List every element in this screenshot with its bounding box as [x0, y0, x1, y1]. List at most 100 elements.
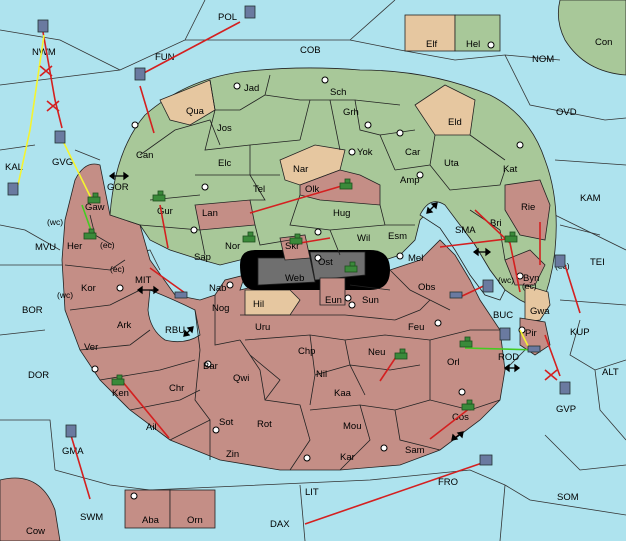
svg-text:Sch: Sch	[330, 87, 346, 98]
province-cow[interactable]	[0, 477, 61, 541]
svg-text:Hug: Hug	[333, 208, 350, 219]
svg-text:NOM: NOM	[532, 54, 554, 65]
svg-text:BUC: BUC	[493, 310, 513, 321]
svg-text:Yok: Yok	[357, 147, 373, 158]
sea-labels: POL FUN COB NOM OVD KAM TEI ALT SOM LIT …	[5, 12, 619, 530]
svg-text:Esm: Esm	[388, 231, 407, 242]
failed-markers	[39, 65, 558, 381]
svg-text:Orn: Orn	[187, 515, 203, 526]
svg-text:Ver: Ver	[84, 342, 98, 353]
svg-text:Mel: Mel	[408, 253, 423, 264]
land-labels-dark: Web Ost Con	[285, 37, 612, 284]
svg-text:(wc): (wc)	[57, 290, 73, 300]
land-labels-tan: Qua Nar Hil Gwa Elf	[186, 39, 550, 317]
svg-text:Kor: Kor	[81, 283, 96, 294]
svg-text:Zin: Zin	[226, 449, 239, 460]
svg-text:Elc: Elc	[218, 158, 231, 169]
svg-text:(ec): (ec)	[110, 264, 125, 274]
svg-text:Amp: Amp	[400, 175, 420, 186]
svg-text:Chp: Chp	[298, 346, 315, 357]
svg-text:Sot: Sot	[219, 417, 234, 428]
svg-text:Nar: Nar	[293, 164, 308, 175]
land-labels-rose: Olk Lan Skr Mel Obs Byn Rie Her Kor Ark …	[26, 184, 539, 537]
svg-text:POL: POL	[218, 12, 237, 23]
province-orn[interactable]	[169, 489, 216, 529]
passage-arrows	[108, 171, 521, 441]
svg-text:Eun: Eun	[325, 295, 342, 306]
province-con[interactable]	[557, 0, 626, 76]
province-eun[interactable]	[319, 277, 346, 306]
svg-text:KAL: KAL	[5, 162, 23, 173]
province-ost[interactable]	[309, 251, 366, 281]
svg-text:Elf: Elf	[426, 39, 437, 50]
svg-text:Nab: Nab	[209, 283, 226, 294]
svg-text:Byn: Byn	[523, 273, 539, 284]
svg-text:Her: Her	[67, 241, 82, 252]
svg-text:Mou: Mou	[343, 421, 361, 432]
svg-text:Car: Car	[405, 147, 420, 158]
province-rie[interactable]	[504, 179, 551, 241]
svg-text:SMA: SMA	[455, 225, 476, 236]
svg-text:MIT: MIT	[135, 275, 152, 286]
svg-text:GMA: GMA	[62, 446, 84, 457]
svg-text:Kar: Kar	[340, 452, 355, 463]
svg-text:MVU: MVU	[35, 242, 56, 253]
svg-text:Qwi: Qwi	[233, 373, 249, 384]
svg-text:Sun: Sun	[362, 295, 379, 306]
province-byn[interactable]	[504, 249, 546, 286]
svg-text:(wc): (wc)	[498, 275, 514, 285]
svg-text:Ken: Ken	[112, 388, 129, 399]
svg-text:FRO: FRO	[438, 477, 458, 488]
svg-text:Hel: Hel	[466, 39, 480, 50]
province-borders-north	[139, 74, 506, 261]
svg-text:GVP: GVP	[556, 404, 576, 415]
province-elf[interactable]	[404, 14, 456, 52]
svg-text:KUP: KUP	[570, 327, 590, 338]
svg-text:Lan: Lan	[202, 208, 218, 219]
svg-text:Feu: Feu	[408, 322, 424, 333]
svg-text:GVG: GVG	[52, 157, 73, 168]
svg-text:Qua: Qua	[186, 106, 205, 117]
svg-text:Kat: Kat	[503, 164, 518, 175]
svg-text:(wc): (wc)	[47, 217, 63, 227]
land-labels-green: Jad Sch Jos Grh Can Yok Car Elc Tel Amp …	[136, 39, 518, 263]
svg-text:Rie: Rie	[521, 202, 535, 213]
province-eld[interactable]	[414, 84, 476, 136]
svg-text:Wil: Wil	[357, 233, 370, 244]
province-qua[interactable]	[159, 79, 216, 126]
svg-text:DOR: DOR	[28, 370, 49, 381]
svg-text:FUN: FUN	[155, 52, 175, 63]
svg-text:Skr: Skr	[285, 241, 299, 252]
svg-text:BOR: BOR	[22, 305, 43, 316]
svg-text:SWM: SWM	[80, 512, 103, 523]
svg-text:NWM: NWM	[32, 47, 56, 58]
svg-text:Jos: Jos	[217, 123, 232, 134]
svg-text:(ec): (ec)	[100, 240, 115, 250]
svg-text:Sam: Sam	[405, 445, 425, 456]
svg-text:Eld: Eld	[448, 117, 462, 128]
province-gwa[interactable]	[524, 284, 551, 323]
svg-text:Tel: Tel	[253, 184, 265, 195]
svg-text:Nil: Nil	[316, 369, 327, 380]
svg-text:Olk: Olk	[305, 184, 320, 195]
svg-text:OVD: OVD	[556, 107, 577, 118]
svg-text:Ost: Ost	[318, 257, 333, 268]
svg-text:Jad: Jad	[244, 83, 259, 94]
svg-text:Ail: Ail	[146, 422, 157, 433]
svg-text:Con: Con	[595, 37, 612, 48]
svg-text:GOR: GOR	[107, 182, 129, 193]
province-borders-south	[64, 214, 501, 471]
svg-text:Can: Can	[136, 150, 153, 161]
svg-text:(ec): (ec)	[522, 281, 537, 291]
svg-text:ROD: ROD	[498, 352, 519, 363]
svg-text:KAM: KAM	[580, 193, 601, 204]
svg-text:SOM: SOM	[557, 492, 579, 503]
svg-text:Orl: Orl	[447, 357, 460, 368]
inner-gulf	[419, 201, 506, 301]
svg-text:Bri: Bri	[490, 218, 502, 229]
svg-text:Cos: Cos	[452, 412, 469, 423]
svg-text:Gwa: Gwa	[530, 306, 550, 317]
svg-text:Kaa: Kaa	[334, 388, 352, 399]
svg-text:COB: COB	[300, 45, 321, 56]
svg-text:Uta: Uta	[444, 158, 460, 169]
